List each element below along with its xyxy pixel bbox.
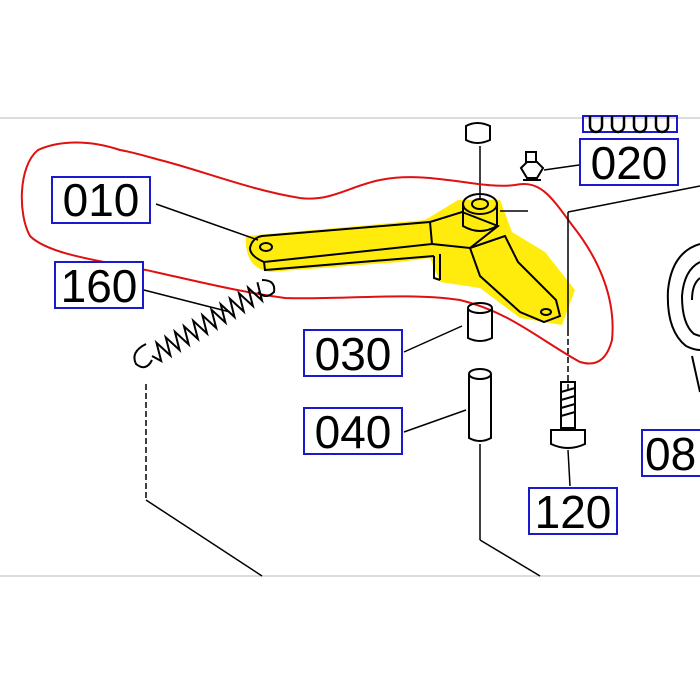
- bolt-120: [550, 185, 700, 449]
- label-030-text: 030: [315, 328, 392, 380]
- label-030: 030: [303, 328, 403, 380]
- spring-160: [133, 279, 276, 577]
- highlight-outline: [20, 141, 614, 365]
- pin-040: [468, 368, 541, 577]
- label-040: 040: [303, 406, 403, 458]
- bolt-020: [519, 151, 545, 181]
- label-020-text: 020: [591, 137, 668, 189]
- label-160: 160: [54, 260, 144, 312]
- label-040-text: 040: [315, 406, 392, 458]
- label-top-cutoff: [582, 115, 678, 134]
- shaft-stub: [465, 122, 491, 200]
- leader-lines: [135, 164, 580, 487]
- label-120: 120: [528, 486, 618, 538]
- label-120-text: 120: [535, 486, 612, 538]
- pulley-080: [666, 243, 700, 393]
- label-080-partial: 08: [641, 428, 700, 480]
- label-160-text: 160: [61, 260, 138, 312]
- label-020: 020: [579, 137, 679, 189]
- label-080-text: 08: [645, 428, 696, 480]
- arm-010: [248, 193, 562, 324]
- label-010: 010: [51, 174, 151, 226]
- bushing-030: [467, 302, 493, 342]
- label-010-text: 010: [63, 174, 140, 226]
